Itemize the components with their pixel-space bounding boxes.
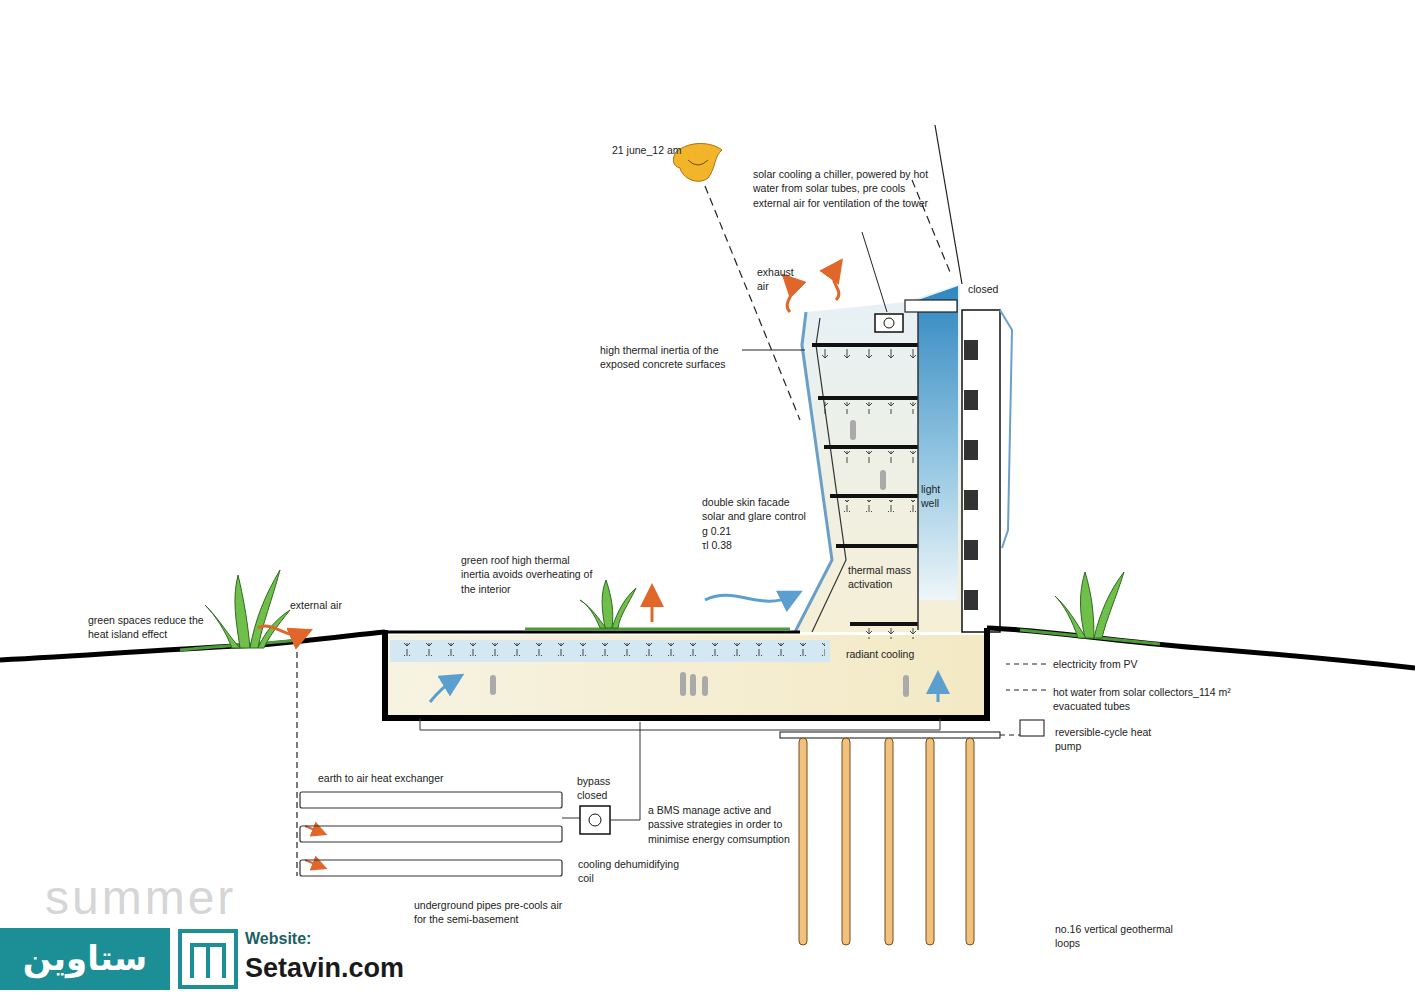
heat-pump-note: reversible-cycle heat pump bbox=[1055, 725, 1165, 754]
site-watermark: Website: bbox=[245, 930, 365, 948]
external-air-note: external air bbox=[290, 598, 360, 612]
thermal-mass-note: thermal mass activation bbox=[848, 563, 914, 592]
solar-collectors-note: hot water from solar collectors_114 m² e… bbox=[1053, 685, 1233, 714]
green-roof-note: green roof high thermal inertia avoids o… bbox=[461, 553, 599, 596]
facade-note: solar and glare control bbox=[702, 509, 842, 523]
geothermal-note: no.16 vertical geothermal loops bbox=[1055, 922, 1175, 951]
bypass-note: bypass closed bbox=[577, 774, 621, 803]
underground-pipes-note: underground pipes pre-cools air for the … bbox=[414, 898, 566, 927]
facade-value: g 0.21 bbox=[702, 524, 842, 538]
date-note: 21 june_12 am bbox=[612, 143, 722, 157]
site-watermark: Setavin.com bbox=[245, 952, 425, 984]
exhaust-air-note: exhaust air bbox=[757, 265, 807, 294]
facade-note: double skin facade bbox=[702, 495, 842, 509]
coil-note: cooling dehumidifying coil bbox=[578, 857, 690, 886]
facade-value: τl 0.38 bbox=[702, 538, 842, 552]
thermal-inertia-note: high thermal inertia of the exposed conc… bbox=[600, 343, 740, 372]
radiant-cooling-note: radiant cooling bbox=[846, 647, 936, 661]
season-watermark: summer bbox=[45, 872, 265, 924]
light-well-note: light well bbox=[921, 482, 955, 511]
solar-cooling-note: solar cooling a chiller, powered by hot … bbox=[753, 167, 933, 210]
site-watermark: ستاوین bbox=[10, 936, 160, 980]
pv-note: electricity from PV bbox=[1053, 657, 1203, 671]
earth-air-note: earth to air heat exchanger bbox=[318, 771, 498, 785]
bms-note: a BMS manage active and passive strategi… bbox=[648, 803, 808, 846]
green-spaces-note: green spaces reduce the heat island effe… bbox=[88, 613, 220, 642]
closed-note: closed bbox=[968, 282, 1028, 296]
